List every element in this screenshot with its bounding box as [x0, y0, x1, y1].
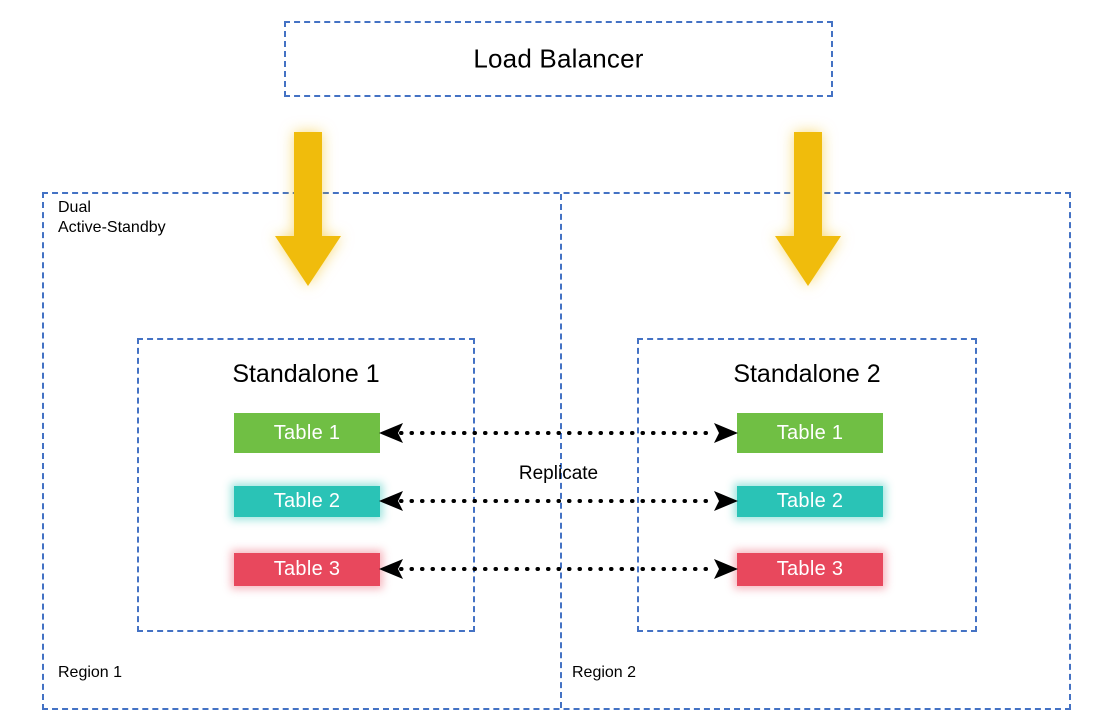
down-arrow-icon	[275, 132, 341, 286]
region-1-label: Region 1	[58, 664, 123, 681]
standalone-1-title: Standalone 1	[232, 360, 380, 388]
replicate-label: Replicate	[518, 463, 599, 484]
load-balancer-box: Load Balancer	[284, 21, 833, 97]
standalone-2-box: Standalone 2	[637, 338, 977, 632]
replication-connector-table-1	[379, 423, 738, 443]
load-balancer-label: Load Balancer	[473, 43, 644, 74]
standalone-2-table-2: Table 2	[737, 486, 883, 517]
standalone-1-table-2: Table 2	[234, 486, 380, 517]
region-divider	[560, 194, 562, 708]
standalone-2-table-1: Table 1	[737, 413, 883, 453]
standalone-2-title: Standalone 2	[733, 360, 881, 388]
standalone-2-table-3: Table 3	[737, 553, 883, 586]
dual-active-standby-container	[42, 192, 1071, 710]
replication-connector-table-2	[379, 491, 738, 511]
down-arrow-icon	[775, 132, 841, 286]
standalone-1-table-1: Table 1	[234, 413, 380, 453]
standalone-1-table-3: Table 3	[234, 553, 380, 586]
region-2-label: Region 2	[572, 664, 637, 681]
replication-connector-table-3	[379, 559, 738, 579]
standalone-1-box: Standalone 1	[137, 338, 475, 632]
dual-active-standby-label: Dual Active-Standby	[58, 199, 166, 236]
